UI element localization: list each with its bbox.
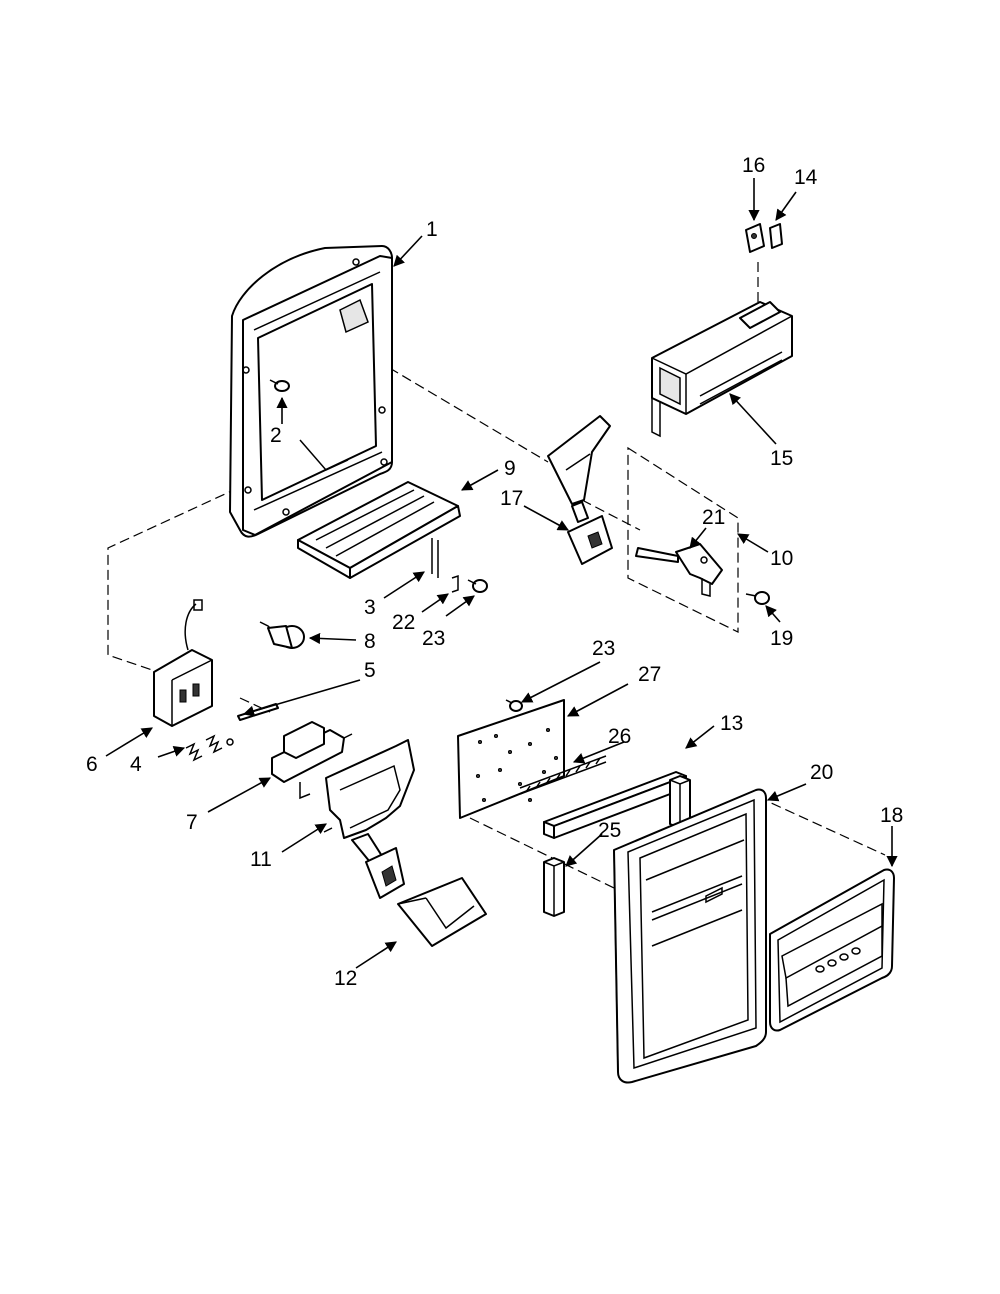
leader-9	[461, 469, 499, 491]
leader-12	[355, 941, 397, 969]
part-3-clip	[431, 538, 439, 578]
part-12-chute	[397, 877, 487, 947]
part-21-actuator	[635, 543, 723, 597]
part-13-trim-bar	[543, 771, 687, 839]
leader-20	[766, 783, 807, 802]
leader-3	[383, 571, 425, 599]
part-1-dispenser-housing	[229, 245, 393, 538]
leader-5	[242, 679, 361, 717]
callout-13: 13	[720, 712, 743, 735]
part-26-gasket-strip	[519, 755, 607, 795]
part-25-foam-block-2	[543, 857, 565, 917]
leader-8	[308, 632, 357, 645]
callout-14: 14	[794, 166, 818, 189]
leader-26	[572, 741, 625, 764]
part-23-screw-lower	[505, 699, 523, 712]
callout-16: 16	[742, 154, 765, 177]
part-4-spring	[185, 734, 234, 762]
leader-14	[775, 191, 797, 221]
callout-21: 21	[702, 506, 725, 529]
part-9-drip-tray	[297, 481, 461, 579]
callout-17: 17	[500, 487, 523, 510]
part-2-screw	[269, 379, 290, 392]
callout-19: 19	[770, 627, 793, 650]
leader-23a	[445, 595, 475, 617]
callout-11: 11	[250, 848, 272, 871]
callout-27: 27	[638, 663, 661, 686]
callout-3: 3	[364, 596, 376, 619]
leader-4	[157, 746, 186, 758]
callout-18: 18	[880, 804, 903, 827]
part-14-insulator	[769, 223, 783, 249]
leader-6	[105, 727, 153, 757]
callout-20: 20	[810, 761, 833, 784]
leader-13	[685, 725, 715, 749]
callout-12: 12	[334, 967, 357, 990]
leader-27	[567, 683, 629, 717]
part-11-lever-arm	[323, 739, 415, 899]
callout-23-lower: 23	[592, 637, 615, 660]
leader-19	[765, 605, 781, 623]
callout-26: 26	[608, 725, 631, 748]
callout-4: 4	[130, 753, 142, 776]
part-7-switch-bracket	[271, 721, 353, 800]
leader-23b	[521, 661, 601, 703]
part-15-control-bracket	[651, 301, 793, 438]
part-6-motor	[153, 599, 213, 727]
callout-15: 15	[770, 447, 793, 470]
callout-2: 2	[270, 424, 282, 447]
part-16-switch	[745, 223, 765, 253]
callout-8: 8	[364, 630, 376, 653]
part-18-front-panel	[769, 868, 895, 1032]
callout-leaders	[105, 178, 898, 969]
callout-9: 9	[504, 457, 516, 480]
callout-5: 5	[364, 659, 376, 682]
leader-21	[689, 527, 707, 549]
callout-6: 6	[86, 753, 98, 776]
leader-25	[565, 833, 603, 867]
callout-1: 1	[426, 218, 438, 241]
part-27-circuit-board	[457, 699, 565, 819]
leader-15	[729, 393, 777, 445]
callout-7: 7	[186, 811, 198, 834]
part-17-water-lever	[547, 415, 613, 565]
callout-labels: 1 2 3 4 5 6 7 8 9 10 11 12 13 14 15 16 1…	[86, 154, 903, 990]
callout-10: 10	[770, 547, 793, 570]
leader-7	[207, 777, 271, 813]
callout-23-upper: 23	[422, 627, 445, 650]
leader-11	[281, 823, 327, 853]
part-23-screw-upper	[467, 579, 488, 593]
leader-17	[523, 505, 569, 531]
part-20-front-frame	[613, 788, 767, 1084]
part-8-solenoid	[259, 621, 305, 649]
callout-25: 25	[598, 819, 621, 842]
leader-22	[421, 593, 449, 613]
part-22-spring	[451, 574, 459, 593]
part-19-screw	[745, 591, 770, 605]
leader-1	[393, 235, 423, 267]
callout-22: 22	[392, 611, 415, 634]
leader-10	[737, 533, 769, 553]
